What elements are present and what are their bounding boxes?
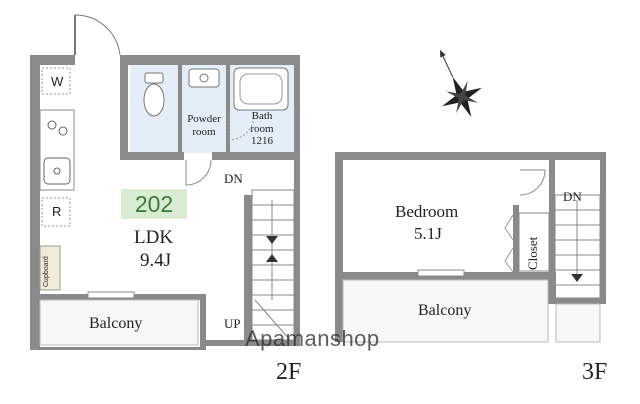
- unit-number-badge: 202: [121, 189, 187, 219]
- floor-2-plan: [30, 14, 300, 350]
- staircase-2f: [251, 189, 295, 341]
- staircase-3f: [554, 194, 601, 299]
- up-label-2f: UP: [224, 316, 241, 331]
- floor-3f-label: 3F: [582, 359, 608, 385]
- fridge-box: [41, 197, 71, 227]
- closet-box: [518, 212, 550, 272]
- bedroom-door: [519, 169, 546, 196]
- washer-label: W: [51, 74, 64, 89]
- cupboard-box: [39, 245, 61, 291]
- apamanshop-watermark: Apamanshop: [245, 326, 380, 351]
- compass-rose-icon: [440, 49, 482, 117]
- closet-label: Closet: [525, 236, 540, 270]
- powder-door: [185, 159, 212, 186]
- floor-2f-label: 2F: [276, 359, 302, 385]
- kitchen-counter: [39, 109, 75, 191]
- entrance-door: [74, 14, 121, 56]
- fridge-label: R: [52, 204, 62, 219]
- powder-room-label: Powder room: [187, 113, 221, 138]
- toilet-fixture: [143, 83, 165, 117]
- bathtub-fixture: [233, 67, 289, 111]
- balcony-2f-label: Balcony: [89, 315, 143, 332]
- down-label-3f: DN: [563, 189, 582, 204]
- bath-room-label: Bath room 1216: [250, 110, 274, 148]
- bedroom-label: Bedroom: [395, 202, 459, 221]
- washer-box: [41, 67, 71, 95]
- bedroom-size: 5.1J: [414, 224, 442, 243]
- balcony-2f: [39, 299, 199, 346]
- down-label-2f: DN: [224, 171, 243, 186]
- ldk-size: 9.4J: [140, 250, 172, 271]
- balcony-3f: [342, 279, 549, 343]
- balcony-3f-label: Balcony: [418, 302, 472, 319]
- ldk-label: LDK: [134, 227, 174, 248]
- sink-fixture: [188, 68, 220, 88]
- cupboard-label: Cupboard: [43, 256, 50, 287]
- floor-3-plan: [335, 152, 606, 343]
